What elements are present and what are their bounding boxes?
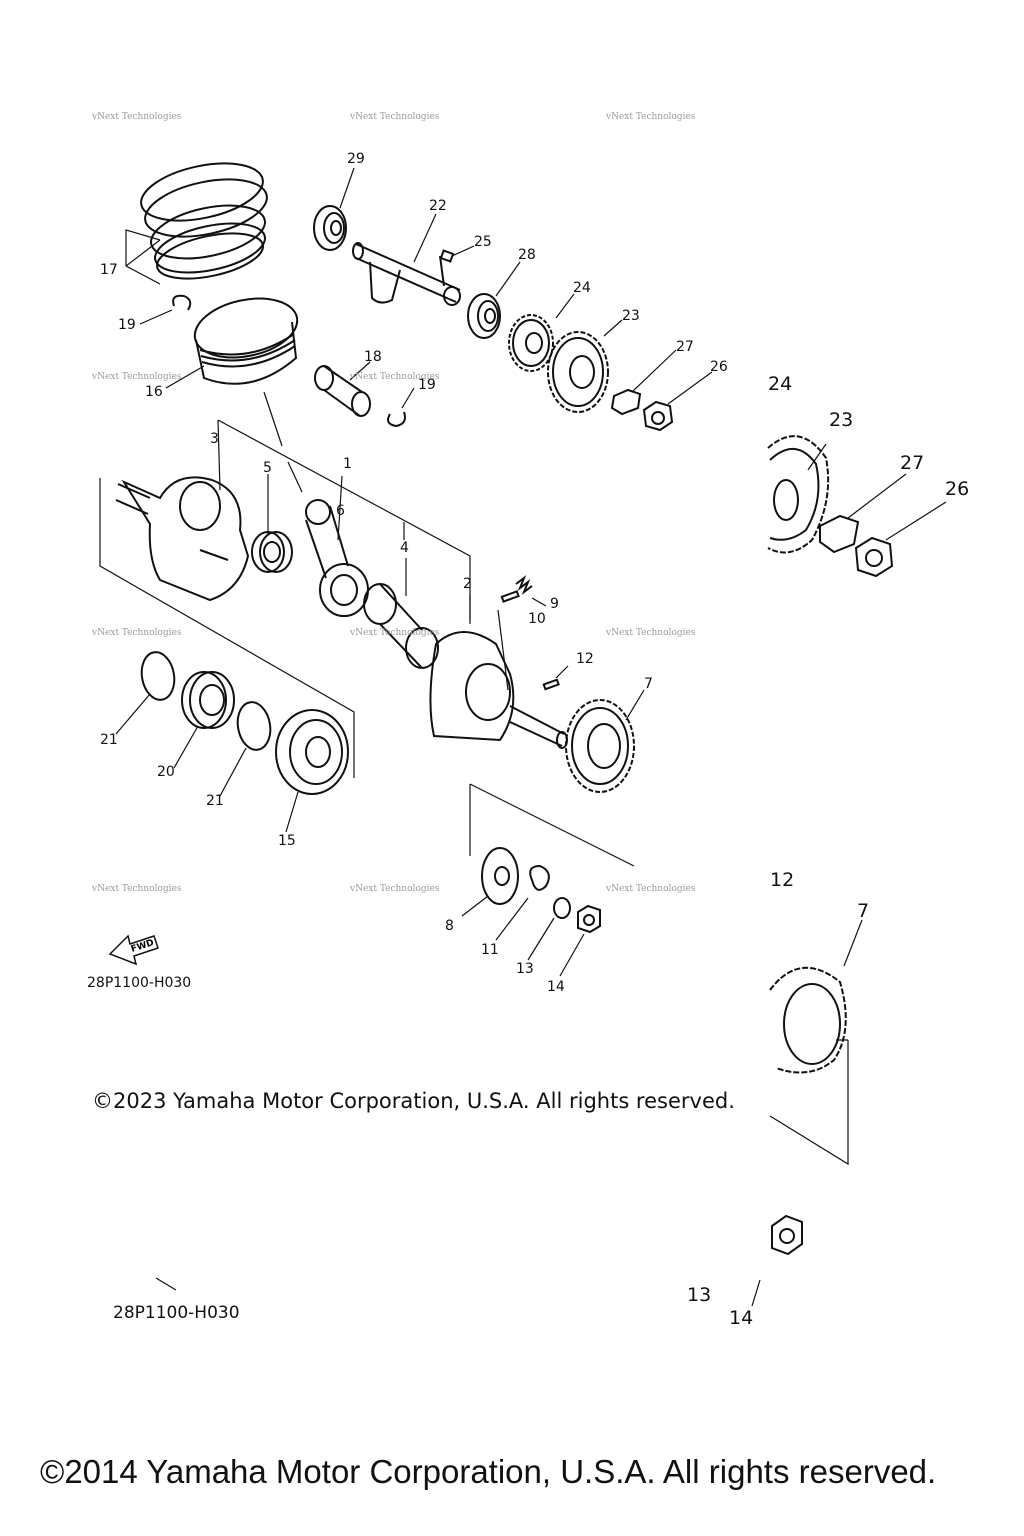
crank-half-left xyxy=(115,476,250,602)
watermark: vNext Technologies xyxy=(92,628,182,638)
callout-21-b: 21 xyxy=(206,793,224,809)
bearing-29 xyxy=(313,205,347,251)
callout-29: 29 xyxy=(347,151,365,167)
spring-9 xyxy=(515,575,533,595)
diagram-code: 28P1100-H030 xyxy=(87,975,192,991)
callout-28: 28 xyxy=(518,247,536,263)
callout-25: 25 xyxy=(474,234,492,250)
callout-1: 1 xyxy=(343,456,352,472)
callout-7: 7 xyxy=(644,676,653,692)
callout-12-large: 12 xyxy=(770,869,795,891)
callout-21: 21 xyxy=(100,732,118,748)
callout-18: 18 xyxy=(364,349,382,365)
callout-16: 16 xyxy=(145,384,163,400)
balancer-shaft xyxy=(352,242,461,306)
watermark: vNext Technologies xyxy=(350,372,440,382)
piston xyxy=(193,297,299,385)
watermark: vNext Technologies xyxy=(606,884,696,894)
needle-bearing xyxy=(251,531,293,573)
callout-23: 23 xyxy=(622,308,640,324)
watermark: vNext Technologies xyxy=(606,628,696,638)
lock-washer-27 xyxy=(610,388,642,416)
callout-26-large: 26 xyxy=(945,478,970,500)
callout-6: 6 xyxy=(336,503,345,519)
watermark: vNext Technologies xyxy=(350,884,440,894)
callout-14: 14 xyxy=(547,979,565,995)
gear-23-enlarged xyxy=(767,435,830,554)
watermark: vNext Technologies xyxy=(92,884,182,894)
callout-7-large: 7 xyxy=(857,900,870,922)
callout-10: 10 xyxy=(528,611,546,627)
crank-half-right xyxy=(429,631,568,749)
callout-9: 9 xyxy=(550,596,559,612)
callout-27: 27 xyxy=(676,339,694,355)
crank-gear-7-enlarged xyxy=(769,966,847,1074)
fwd-arrow-icon: FWD xyxy=(108,934,159,966)
callout-23-large: 23 xyxy=(829,409,854,431)
nut-14 xyxy=(577,904,601,934)
callout-19-b: 19 xyxy=(418,377,436,393)
callout-20: 20 xyxy=(157,764,175,780)
oil-seal-20 xyxy=(181,671,235,729)
callout-8: 8 xyxy=(445,918,454,934)
crank-pin xyxy=(363,583,439,669)
nut-14-enlarged xyxy=(771,1214,803,1256)
callout-3: 3 xyxy=(210,431,219,447)
lock-washer-27-enlarged xyxy=(819,514,860,554)
nut-26 xyxy=(642,400,674,432)
watermark: vNext Technologies xyxy=(92,372,182,382)
plate-8 xyxy=(481,847,519,905)
callout-12: 12 xyxy=(576,651,594,667)
main-bearing-15 xyxy=(275,709,349,795)
callout-17: 17 xyxy=(100,262,118,278)
piston-pin xyxy=(314,365,371,417)
nut-26-enlarged xyxy=(854,536,894,578)
callout-22: 22 xyxy=(429,198,447,214)
gear-23 xyxy=(547,331,609,413)
bearing-28 xyxy=(467,293,501,339)
callout-5: 5 xyxy=(263,460,272,476)
callout-19: 19 xyxy=(118,317,136,333)
callout-13-large: 13 xyxy=(687,1284,712,1306)
callout-24-large: 24 xyxy=(768,373,793,395)
gear-24 xyxy=(508,314,554,372)
copyright-2014: ©2014 Yamaha Motor Corporation, U.S.A. A… xyxy=(40,1453,937,1490)
watermark: vNext Technologies xyxy=(92,112,182,122)
crank-gear-7 xyxy=(565,699,635,793)
callout-14-large: 14 xyxy=(729,1307,754,1329)
connecting-rod xyxy=(305,499,369,617)
callout-4: 4 xyxy=(400,540,409,556)
watermark: vNext Technologies xyxy=(606,112,696,122)
callout-11: 11 xyxy=(481,942,499,958)
callout-26: 26 xyxy=(710,359,728,375)
diagram-code-lower: 28P1100-H030 xyxy=(113,1303,240,1323)
watermark: vNext Technologies xyxy=(350,112,440,122)
callout-15: 15 xyxy=(278,833,296,849)
callout-2: 2 xyxy=(463,576,472,592)
callout-13: 13 xyxy=(516,961,534,977)
watermark: vNext Technologies xyxy=(350,628,440,638)
copyright-2023: ©2023 Yamaha Motor Corporation, U.S.A. A… xyxy=(92,1089,735,1113)
callout-27-large: 27 xyxy=(900,452,925,474)
piston-rings xyxy=(140,162,268,280)
callout-24: 24 xyxy=(573,280,591,296)
